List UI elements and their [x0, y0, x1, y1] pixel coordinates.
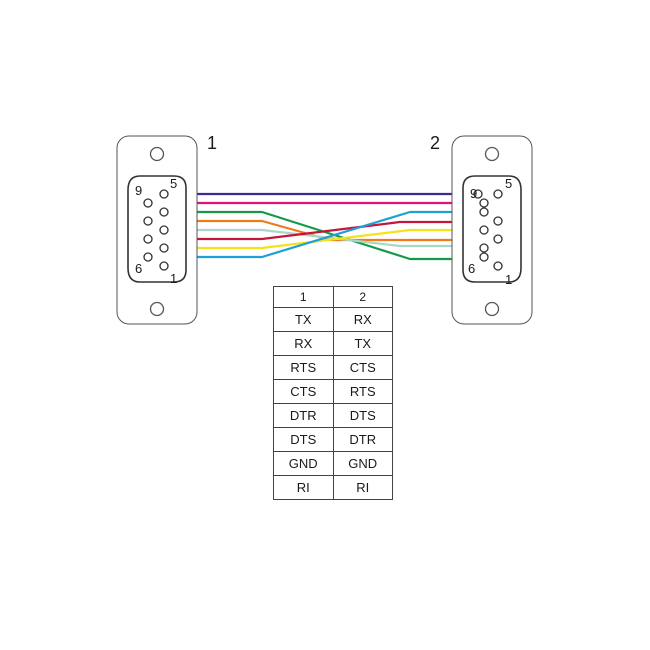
- wire-rx: [164, 228, 485, 250]
- pin-2: [159, 243, 169, 253]
- pin-1: [159, 261, 169, 271]
- signal-side-1: CTS: [273, 379, 334, 404]
- signal-side-2: RX: [332, 307, 393, 332]
- connector-1-label: 1: [207, 133, 217, 153]
- pin-9: [143, 198, 153, 208]
- pin-label-1: 1: [170, 271, 177, 286]
- pin-8: [493, 216, 503, 226]
- signal-side-2: DTR: [332, 427, 393, 452]
- wire-dts: [153, 220, 485, 241]
- pin-3: [159, 225, 169, 235]
- connector-1: 9 5 6 1 1: [116, 133, 217, 325]
- connector-2: 9 5 6 1 2: [430, 133, 533, 325]
- signal-side-1: RTS: [273, 355, 334, 380]
- d-sub-shell: [462, 175, 522, 283]
- signal-side-2: RI: [332, 475, 393, 500]
- pin-7: [493, 234, 503, 244]
- wire-tx: [153, 210, 470, 259]
- signal-side-1: RI: [273, 475, 334, 500]
- pin-6: [479, 252, 489, 262]
- pin-2: [479, 243, 489, 253]
- signal-side-1: DTR: [273, 403, 334, 428]
- signal-side-1: GND: [273, 451, 334, 476]
- pin-4: [479, 207, 489, 217]
- pin-3: [479, 225, 489, 235]
- wire-dtr: [164, 228, 485, 248]
- pin-label-9: 9: [135, 183, 142, 198]
- pin-5: [159, 189, 169, 199]
- signal-side-1: RX: [273, 331, 334, 356]
- signal-side-2: CTS: [332, 355, 393, 380]
- wire-rts: [153, 219, 470, 242]
- pin-1: [493, 261, 503, 271]
- signal-side-1: DTS: [273, 427, 334, 452]
- pin-7: [143, 234, 153, 244]
- signal-side-1: TX: [273, 307, 334, 332]
- wires: [153, 192, 485, 261]
- signal-side-2: DTS: [332, 403, 393, 428]
- mount-hole: [484, 301, 500, 317]
- signal-side-2: GND: [332, 451, 393, 476]
- connector-2-label: 2: [430, 133, 440, 153]
- pin-label-9: 9: [470, 186, 477, 201]
- pin-5: [493, 189, 503, 199]
- mount-hole: [149, 301, 165, 317]
- signal-side-2: RTS: [332, 379, 393, 404]
- wire-cts: [164, 210, 485, 261]
- pin-label-5: 5: [170, 176, 177, 191]
- pin-9b: [479, 198, 489, 208]
- pin-label-6: 6: [135, 261, 142, 276]
- table-header-cell: 2: [332, 286, 393, 308]
- pin-label-6: 6: [468, 261, 475, 276]
- mount-hole: [149, 146, 165, 162]
- pin-8: [143, 216, 153, 226]
- pin-9: [473, 189, 483, 199]
- pin-4: [159, 207, 169, 217]
- table-header-cell: 1: [273, 286, 334, 308]
- signal-side-2: TX: [332, 331, 393, 356]
- pin-label-1: 1: [505, 272, 512, 287]
- d-sub-shell: [127, 175, 187, 283]
- pin-label-5: 5: [505, 176, 512, 191]
- mount-hole: [484, 146, 500, 162]
- pin-6: [143, 252, 153, 262]
